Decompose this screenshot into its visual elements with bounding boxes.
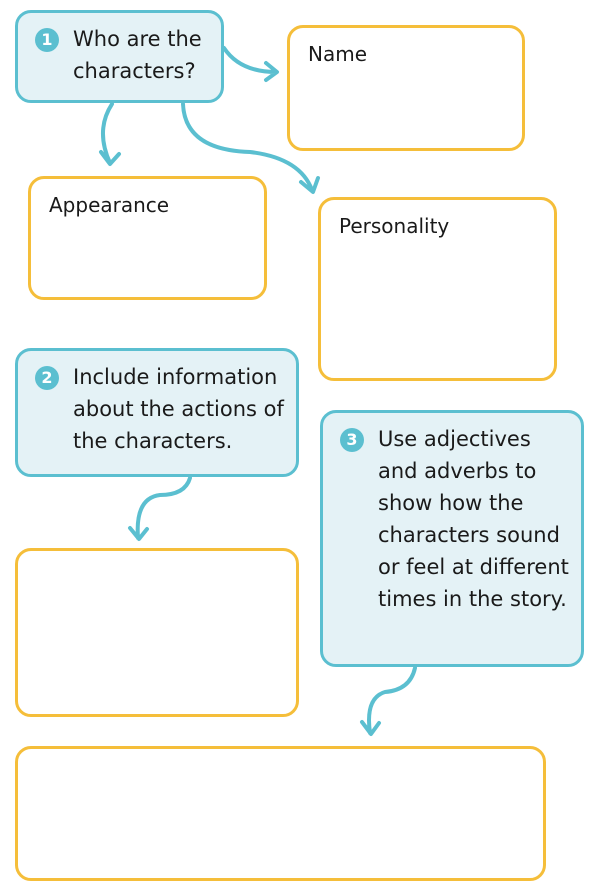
appearance-box[interactable]: Appearance [28, 176, 267, 300]
arrow-to-name [222, 46, 279, 82]
arrow-to-actions-box [128, 476, 192, 541]
name-label: Name [308, 42, 368, 66]
prompt-text: Who are the characters? [73, 27, 202, 83]
adjectives-answer-box[interactable] [15, 746, 546, 881]
name-box[interactable]: Name [287, 25, 525, 151]
actions-answer-box[interactable] [15, 548, 299, 717]
number-badge: 3 [340, 428, 364, 452]
number-badge: 1 [35, 28, 59, 52]
prompt-text: Include information about the actions of… [73, 365, 284, 453]
prompt-2: 2 Include information about the actions … [15, 348, 299, 477]
arrow-to-appearance [99, 102, 121, 166]
personality-box[interactable]: Personality [318, 197, 557, 381]
prompt-text: Use adjectives and adverbs to show how t… [378, 427, 569, 611]
arrow-to-bottom-box [360, 666, 417, 736]
number-badge: 2 [35, 366, 59, 390]
personality-label: Personality [339, 214, 450, 238]
prompt-1: 1 Who are the characters? [15, 10, 224, 103]
prompt-3: 3 Use adjectives and adverbs to show how… [320, 410, 584, 667]
arrow-to-personality [181, 102, 320, 194]
appearance-label: Appearance [49, 193, 170, 217]
